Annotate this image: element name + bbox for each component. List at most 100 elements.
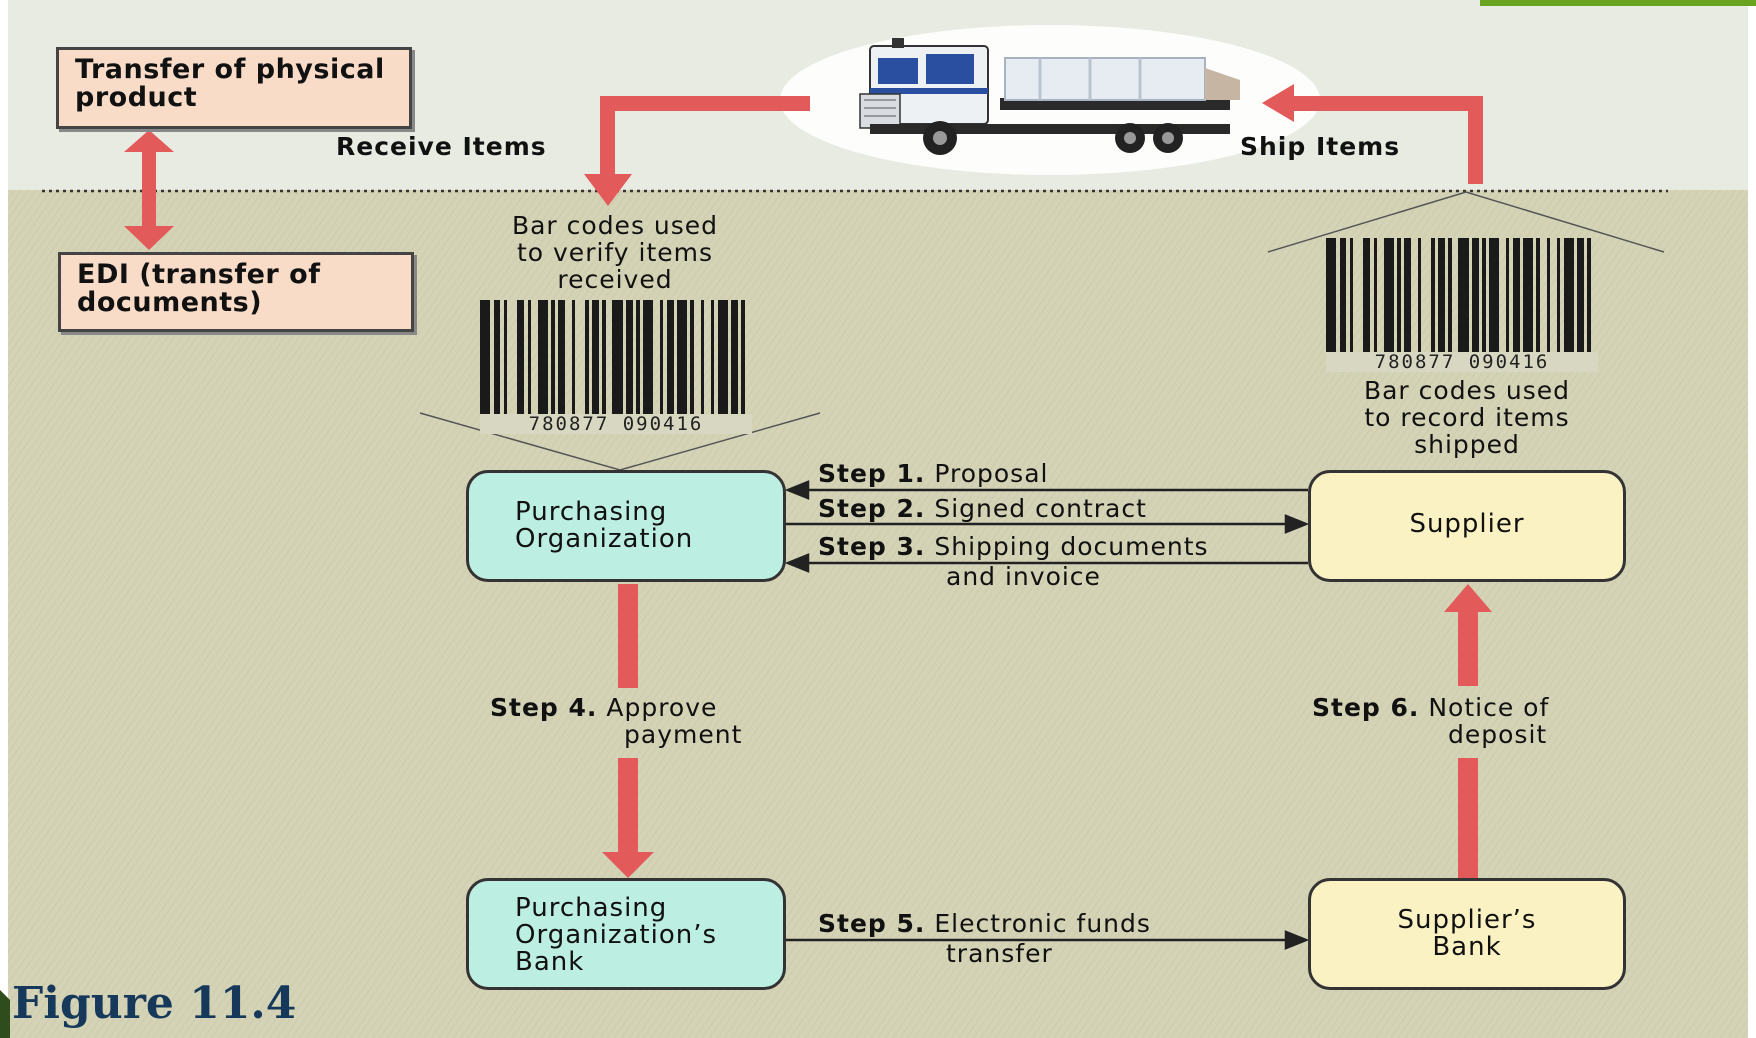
figure-caption: Figure 11.4: [12, 978, 297, 1029]
step5-number: Step 5.: [818, 909, 926, 938]
barcode-record: 780877 090416: [1326, 238, 1598, 372]
step4-arrow-lower: [618, 758, 638, 854]
barcode-bar: [710, 300, 715, 432]
barcode-bars: [480, 300, 752, 432]
barcode-bar: [1326, 238, 1337, 370]
barcode-bar: [704, 300, 711, 432]
step1-head: [784, 480, 810, 500]
barcode-bar: [690, 300, 694, 432]
barcode-bar: [1563, 238, 1574, 370]
step4-number: Step 4.: [490, 693, 598, 722]
legend-arrow-head-down: [124, 226, 174, 250]
step5-text-cont: transfer: [946, 939, 1053, 968]
step2-number: Step 2.: [818, 494, 926, 523]
truck-icon: [859, 38, 1240, 155]
barcode-bar: [612, 300, 623, 432]
node-label: Supplier: [1409, 509, 1525, 539]
legend-edi-box: EDI (transfer of documents): [58, 252, 414, 332]
step6-label: Step 6. Notice of: [1312, 694, 1549, 721]
barcode-bar: [717, 300, 728, 432]
barcode-bar: [1512, 238, 1520, 370]
step6-arrow-lower: [1458, 758, 1478, 878]
barcode-bar: [1482, 238, 1486, 370]
purchasing-organization-node: Purchasing Organization: [466, 470, 786, 582]
barcode-bar: [503, 300, 508, 432]
barcode-bar: [1550, 238, 1557, 370]
step5-head: [1284, 930, 1310, 950]
step4-text-cont: payment: [624, 720, 743, 749]
step1-text: Proposal: [934, 459, 1049, 488]
step6-text: Notice of: [1428, 693, 1550, 722]
barcode-bar: [642, 300, 654, 432]
barcode-bar: [1546, 238, 1551, 370]
barcode-bar: [551, 300, 555, 432]
barcode-bar: [659, 300, 664, 432]
step2-head: [1284, 514, 1310, 534]
barcode-bar: [741, 300, 745, 432]
step4-label: Step 4. Approve: [490, 694, 717, 721]
barcode-bars: [1326, 238, 1598, 370]
accent-corner-left: [0, 990, 10, 1038]
step3-head: [784, 553, 810, 573]
node-label: Supplier’s Bank: [1397, 905, 1537, 962]
node-label: Purchasing Organization: [515, 497, 694, 554]
step6-text-cont: deposit: [1448, 720, 1548, 749]
barcode-bar: [1431, 238, 1435, 370]
record-barcode-caption: Bar codes used to record items shipped: [1363, 376, 1571, 459]
step1-number: Step 1.: [818, 459, 926, 488]
barcode-bar: [571, 300, 576, 432]
step-lines: [784, 480, 1310, 950]
barcode-bar: [731, 300, 739, 432]
barcode-bar: [636, 300, 640, 432]
barcode-bar: [1397, 238, 1401, 370]
step5-text: Electronic funds: [934, 909, 1151, 938]
legend-arrow-head-up: [124, 130, 174, 152]
barcode-bar: [700, 300, 705, 432]
step3-number: Step 3.: [818, 532, 926, 561]
barcode-bar: [1488, 238, 1500, 370]
step3-label: Step 3. Shipping documents: [818, 533, 1209, 560]
barcode-bar: [1353, 238, 1363, 370]
barcode-bar: [1577, 238, 1585, 370]
accent-corner-top: [1480, 0, 1756, 6]
barcode-bar: [1363, 238, 1371, 370]
barcode-bar: [493, 300, 501, 432]
barcode-bar: [1471, 238, 1479, 370]
barcode-bar: [558, 300, 565, 432]
step2-label: Step 2. Signed contract: [818, 495, 1147, 522]
barcode-verify: 780877 090416: [480, 300, 752, 434]
barcode-bar: [1349, 238, 1354, 370]
barcode-bar: [585, 300, 589, 432]
node-label: Purchasing Organization’s Bank: [515, 893, 718, 977]
barcode-bar: [666, 300, 674, 432]
barcode-bar: [1536, 238, 1540, 370]
legend-physical-box: Transfer of physical product: [56, 47, 412, 129]
barcode-number: 780877 090416: [480, 414, 752, 434]
barcode-bar: [1448, 238, 1452, 370]
step6-arrow-head: [1444, 584, 1492, 612]
barcode-bar: [1458, 238, 1469, 370]
barcode-bar: [1339, 238, 1347, 370]
barcode-bar: [537, 300, 548, 432]
step5-label: Step 5. Electronic funds: [818, 910, 1151, 937]
receive-arrow-head: [584, 174, 632, 206]
barcode-bar: [480, 300, 491, 432]
barcode-bar: [507, 300, 517, 432]
barcode-bar: [1438, 238, 1445, 370]
barcode-bar: [1404, 238, 1411, 370]
barcode-bar: [1556, 238, 1561, 370]
barcode-bar: [1505, 238, 1510, 370]
supplier-node: Supplier: [1308, 470, 1626, 582]
step3-text: Shipping documents: [934, 532, 1209, 561]
barcode-number: 780877 090416: [1326, 352, 1598, 372]
ship-arrow-vertical: [1468, 96, 1483, 184]
ship-items-label: Ship Items: [1240, 132, 1401, 161]
barcode-bar: [1587, 238, 1591, 370]
receive-items-label: Receive Items: [336, 132, 547, 161]
barcode-bar: [1417, 238, 1422, 370]
barcode-bar: [517, 300, 525, 432]
ship-arrow-horizontal: [1290, 96, 1483, 111]
ship-arrow-head: [1262, 84, 1294, 122]
step4-arrow-head: [602, 852, 654, 878]
